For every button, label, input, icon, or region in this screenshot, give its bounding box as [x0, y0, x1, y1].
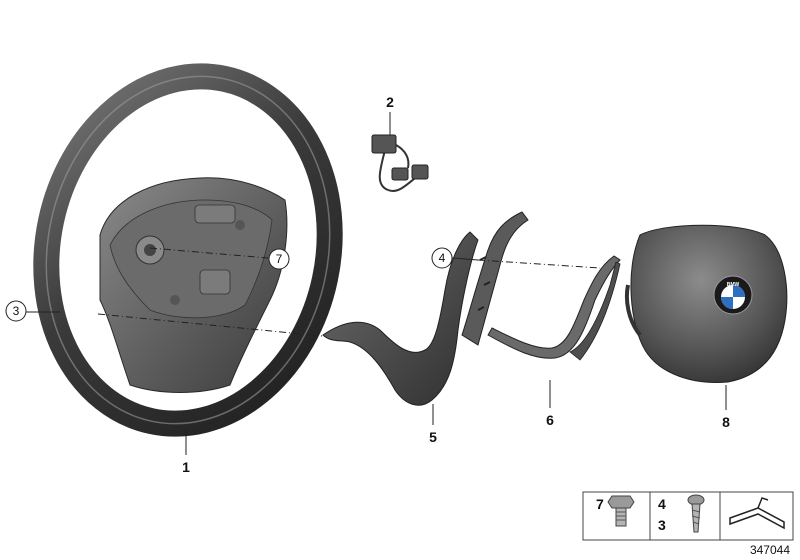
callout-3: 3: [13, 304, 20, 318]
screw-icon: [687, 494, 705, 533]
callout-1: 1: [182, 459, 190, 475]
hardware-label-4: 4: [658, 496, 666, 512]
callout-7: 7: [276, 252, 283, 266]
lower-trim-cover: [322, 231, 479, 406]
bmw-logo: BMW: [713, 275, 753, 315]
wiring-harness: [371, 134, 429, 192]
svg-text:BMW: BMW: [727, 282, 740, 288]
diagram-code: 347044: [750, 543, 790, 557]
callout-3-circle: 3: [5, 300, 27, 322]
hardware-label-3: 3: [658, 517, 666, 533]
callout-4: 4: [439, 251, 446, 265]
airbag-module: BMW: [624, 224, 788, 384]
steering-wheel: [33, 63, 343, 437]
callout-8: 8: [722, 414, 730, 430]
hardware-box: 7 4 3: [582, 491, 794, 541]
callout-6: 6: [546, 412, 554, 428]
callout-5: 5: [429, 429, 437, 445]
bolt-icon: [607, 495, 635, 527]
hardware-label-7: 7: [596, 496, 604, 512]
callout-4-circle: 4: [431, 247, 453, 269]
clip-icon: [729, 497, 785, 530]
decor-trim: [487, 255, 621, 361]
callout-2: 2: [386, 94, 394, 110]
decor-strip: [461, 211, 529, 346]
callout-7-circle: 7: [268, 248, 290, 270]
